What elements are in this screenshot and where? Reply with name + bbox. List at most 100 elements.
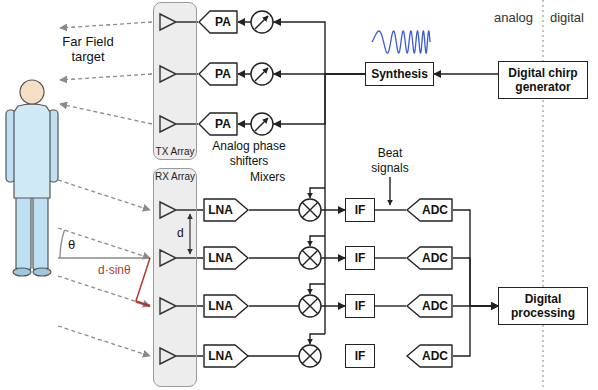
mixer-cross: [302, 250, 318, 266]
node-label: ADC: [422, 299, 448, 313]
rx-wave-arrow: [58, 326, 150, 356]
annotation: d·sinθ: [98, 263, 131, 278]
annotation: Beat signals: [362, 146, 418, 176]
rx-wave-arrow: [58, 276, 150, 306]
annotation-label: Far Field target: [58, 34, 118, 64]
if-stage-box: IF: [345, 198, 375, 222]
lo-branch: [310, 284, 325, 294]
node-label: ADC: [422, 203, 448, 217]
annotation: analog: [494, 10, 533, 25]
phase-shifter-arrow: [255, 16, 268, 29]
node-label: RX Array: [155, 171, 195, 182]
node-outline-shape: [204, 295, 248, 317]
annotation: Analog phase shifters: [203, 139, 295, 169]
node-label: ADC: [422, 349, 448, 363]
node-outline-shape: [199, 63, 237, 85]
person-leg: [16, 192, 31, 270]
person-foot: [33, 268, 51, 276]
mixer-symbol: [299, 199, 321, 221]
signal-connector: [434, 73, 498, 74]
tx-wave-arrow: [60, 74, 152, 80]
low-noise-amplifier: LNA: [203, 294, 249, 318]
tx-wave-arrow: [60, 104, 152, 124]
lna-wire: [247, 355, 299, 356]
angle-arc: [60, 230, 65, 258]
mixer-symbol: [299, 345, 321, 367]
person-torso: [14, 104, 50, 198]
signal-connector: [375, 257, 406, 258]
rx-wave-arrow: [58, 180, 150, 210]
annotation: Far Field target: [58, 34, 118, 64]
annotation: digital: [550, 10, 584, 25]
node-label: LNA: [208, 299, 233, 313]
lo-branch: [310, 236, 325, 246]
annotation-label: d: [177, 226, 184, 241]
node-outline-shape: [204, 199, 248, 221]
synthesis-box: Synthesis: [365, 62, 434, 86]
node-outline-shape: [204, 247, 248, 269]
node-label: LNA: [208, 203, 233, 217]
antenna-array: RX Array: [153, 168, 197, 387]
power-amplifier: PA: [198, 62, 238, 86]
signal-connector: [453, 306, 498, 356]
annotation: d: [177, 226, 184, 241]
person-foot: [13, 268, 31, 276]
node-outline-shape: [199, 11, 237, 33]
mixer-cross: [302, 348, 318, 364]
arrow-head: [273, 70, 281, 78]
signal-connector: [375, 305, 406, 306]
adc-block: ADC: [406, 344, 453, 368]
annotation: Mixers: [250, 170, 285, 185]
node-label: IF: [355, 203, 366, 217]
phase-shifter-arrow: [255, 118, 268, 131]
node-label: Digital processing: [503, 292, 583, 320]
annotation-label: d·sinθ: [98, 263, 131, 278]
node-outline-shape: [407, 345, 452, 367]
node-label: PA: [215, 15, 231, 29]
antenna-array: TX Array: [153, 2, 197, 160]
power-amplifier: PA: [198, 10, 238, 34]
node-outline-shape: [199, 113, 237, 135]
arrow-head: [273, 18, 281, 26]
wave-rays: [58, 22, 152, 356]
annotation-label: Beat signals: [362, 146, 418, 176]
beat-pointer: [389, 177, 390, 205]
person-leg: [33, 192, 48, 270]
signal-connector: [249, 209, 345, 210]
node-label: Synthesis: [371, 67, 428, 81]
signal-connector: [453, 258, 498, 306]
node-outline-shape: [407, 199, 452, 221]
low-noise-amplifier: LNA: [203, 344, 249, 368]
domain-divider: [542, 0, 543, 390]
annotation-label: θ: [68, 237, 75, 252]
if-stage-box: IF: [345, 344, 375, 368]
node-label: IF: [355, 251, 366, 265]
tx-wave-arrow: [60, 22, 152, 28]
rx-wave-arrow: [58, 228, 150, 258]
processing-box: Digital processing: [498, 287, 588, 325]
adc-block: ADC: [406, 198, 453, 222]
annotation: θ: [68, 237, 75, 252]
node-label: LNA: [208, 251, 233, 265]
node-outline-shape: [204, 345, 248, 367]
reference-line: [58, 257, 150, 258]
signal-connector: [453, 210, 498, 306]
low-noise-amplifier: LNA: [203, 198, 249, 222]
lo-branch: [310, 188, 325, 198]
lo-branch: [310, 334, 325, 344]
low-noise-amplifier: LNA: [203, 246, 249, 270]
mixer-symbol: [299, 247, 321, 269]
chirp-generator-box: Digital chirp generator: [498, 61, 588, 99]
phase-shifter-symbol: [251, 11, 273, 33]
annotation-label: Analog phase shifters: [203, 139, 295, 169]
if-stage-box: IF: [345, 294, 375, 318]
signal-connector: [375, 209, 406, 210]
mixer-symbol: [299, 295, 321, 317]
arrow-head: [273, 120, 281, 128]
signal-connector: [249, 305, 345, 306]
signal-connector: [249, 257, 345, 258]
path-difference-segment: [136, 301, 150, 306]
person-figure: [6, 80, 58, 276]
chirp-waveform: [372, 31, 430, 53]
node-label: LNA: [208, 349, 233, 363]
